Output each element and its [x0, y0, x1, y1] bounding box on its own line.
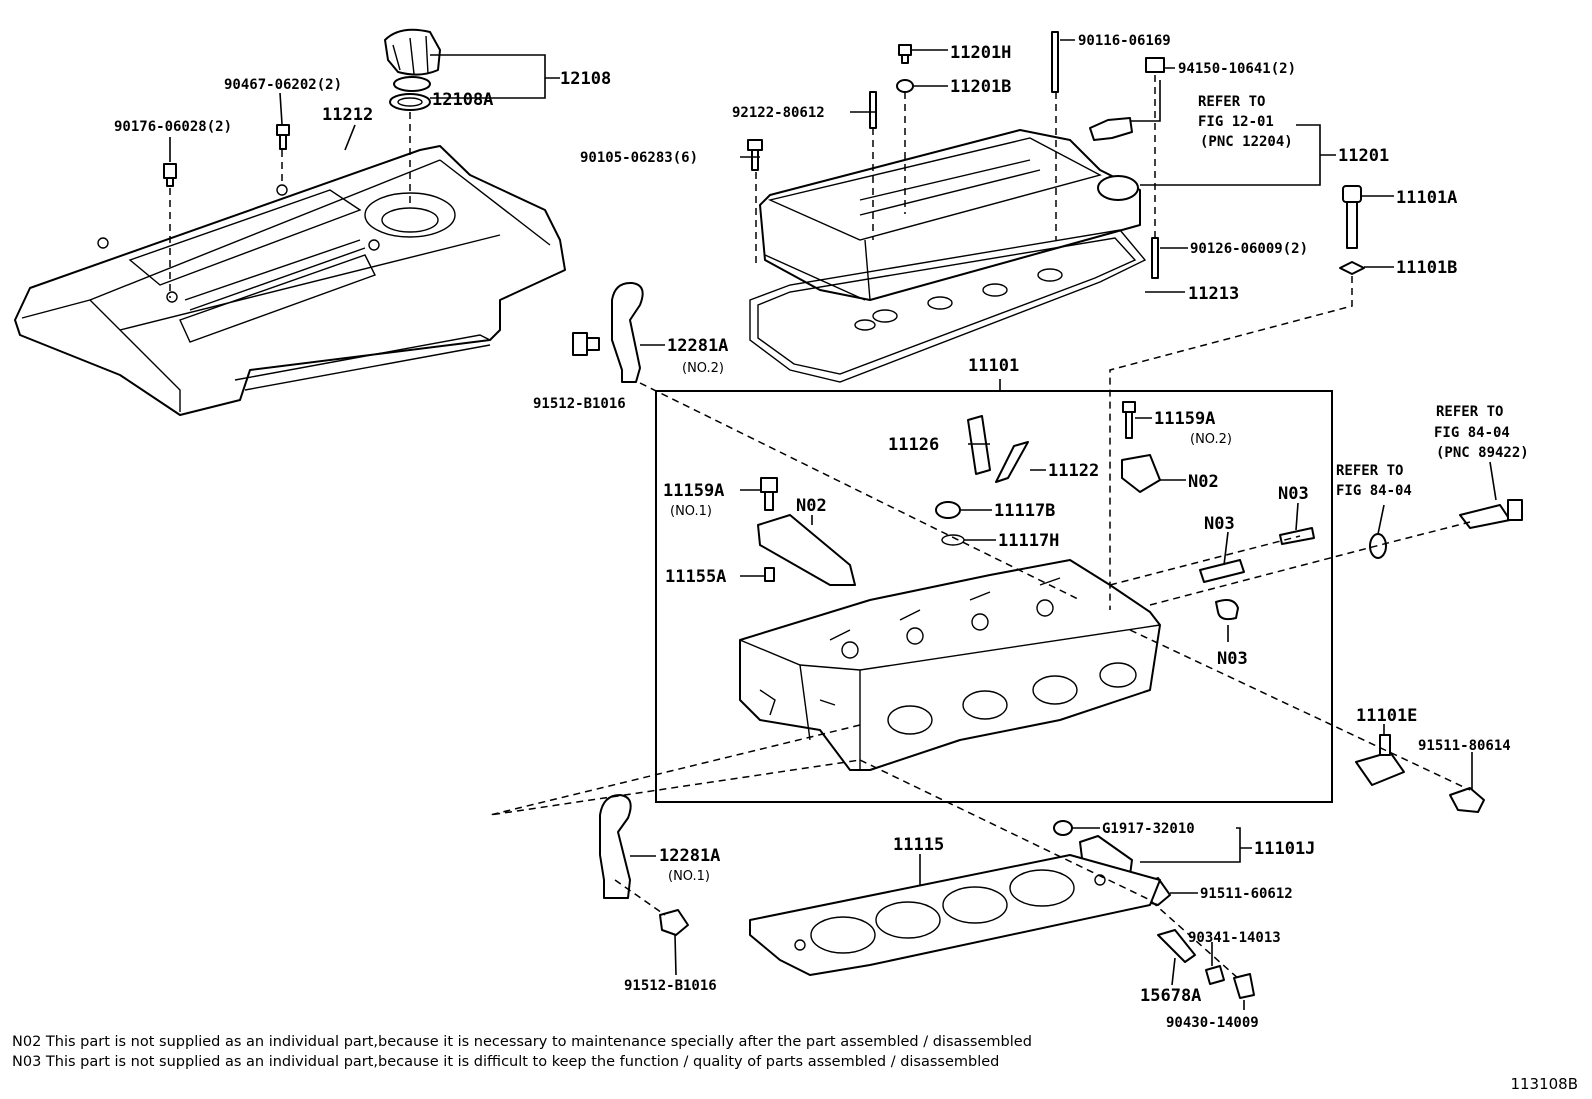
label-n03-a: N03: [1278, 484, 1309, 504]
head-gasket-drawing: [749, 854, 1161, 976]
label-11159a-no1-sub: (NO.1): [670, 504, 712, 519]
label-91511-60612: 91511-60612: [1200, 886, 1293, 902]
refer-fig8404b-line1: REFER TO: [1436, 404, 1503, 420]
note-n03: N03 This part is not supplied as an indi…: [12, 1054, 1000, 1070]
label-11201h: 11201H: [950, 43, 1011, 63]
oil-filler-cap-drawing: [384, 28, 441, 111]
label-12108a: 12108A: [432, 90, 493, 110]
label-11212: 11212: [322, 105, 373, 125]
label-n03-c: N03: [1217, 649, 1248, 669]
refer-fig1201-line3: (PNC 12204): [1200, 134, 1293, 150]
callout-labels: 12108 12108A 90467-06202(2) 90176-06028(…: [114, 33, 1529, 1031]
label-94150: 94150-10641(2): [1178, 61, 1296, 77]
label-11101e: 11101E: [1356, 706, 1417, 726]
label-12281a-no2: 12281A: [667, 336, 728, 356]
label-90341: 90341-14013: [1188, 930, 1281, 946]
label-91512-bottom: 91512-B1016: [624, 978, 717, 994]
knock-sensor-drawing: [1369, 499, 1523, 559]
label-11159a-no2: 11159A: [1154, 409, 1215, 429]
label-11101j: 11101J: [1254, 839, 1315, 859]
refer-fig8404a-line1: REFER TO: [1336, 463, 1403, 479]
cylinder-head-assembly-frame: [655, 390, 1333, 803]
cylinder-head-cover-drawing: [747, 31, 1165, 383]
dashed-alignment-lines: [169, 75, 1471, 981]
label-11101b: 11101B: [1396, 258, 1457, 278]
refer-fig1201-line1: REFER TO: [1198, 94, 1265, 110]
label-90116: 90116-06169: [1078, 33, 1171, 49]
label-12281a-no1: 12281A: [659, 846, 720, 866]
label-g1917: G1917-32010: [1102, 821, 1195, 837]
engine-cover-drawing: [14, 145, 566, 416]
head-bolt-drawing: [1339, 185, 1365, 275]
label-11101a: 11101A: [1396, 188, 1457, 208]
label-11155a: 11155A: [665, 567, 726, 587]
label-92122: 92122-80612: [732, 105, 825, 121]
label-11126: 11126: [888, 435, 939, 455]
label-11201b: 11201B: [950, 77, 1011, 97]
cylinder-head-drawing: [739, 401, 1315, 771]
figure-code: 113108B: [1510, 1075, 1578, 1093]
label-90467: 90467-06202(2): [224, 77, 342, 93]
leader-lines: [169, 39, 1497, 1010]
label-11159a-no1: 11159A: [663, 481, 724, 501]
label-90176: 90176-06028(2): [114, 119, 232, 135]
label-90430: 90430-14009: [1166, 1015, 1259, 1031]
note-n02: N02 This part is not supplied as an indi…: [12, 1034, 1032, 1050]
label-91512-top: 91512-B1016: [533, 396, 626, 412]
label-11115: 11115: [893, 835, 944, 855]
label-11122: 11122: [1048, 461, 1099, 481]
engine-hanger-no2-drawing: [572, 281, 644, 383]
label-11201: 11201: [1338, 146, 1389, 166]
label-12281a-no2-sub: (NO.2): [682, 361, 724, 376]
label-n03-b: N03: [1204, 514, 1235, 534]
refer-fig8404b-line2: FIG 84-04: [1434, 425, 1510, 441]
label-90126: 90126-06009(2): [1190, 241, 1308, 257]
cover-bolts-drawing: [163, 124, 290, 187]
label-12281a-no1-sub: (NO.1): [668, 869, 710, 884]
refer-fig8404b-line3: (PNC 89422): [1436, 445, 1529, 461]
label-11117h: 11117H: [998, 531, 1059, 551]
label-11213: 11213: [1188, 284, 1239, 304]
label-n02-right: N02: [1188, 472, 1219, 492]
refer-fig8404a-line2: FIG 84-04: [1336, 483, 1412, 499]
label-90105: 90105-06283(6): [580, 150, 698, 166]
label-91511-80614: 91511-80614: [1418, 738, 1511, 754]
label-11159a-no2-sub: (NO.2): [1190, 432, 1232, 447]
label-11117b: 11117B: [994, 501, 1055, 521]
label-12108: 12108: [560, 69, 611, 89]
refer-fig1201-line2: FIG 12-01: [1198, 114, 1274, 130]
engine-hanger-no1-drawing: [599, 794, 689, 936]
label-11101: 11101: [968, 356, 1019, 376]
label-n02-left: N02: [796, 496, 827, 516]
label-15678a: 15678A: [1140, 986, 1201, 1006]
